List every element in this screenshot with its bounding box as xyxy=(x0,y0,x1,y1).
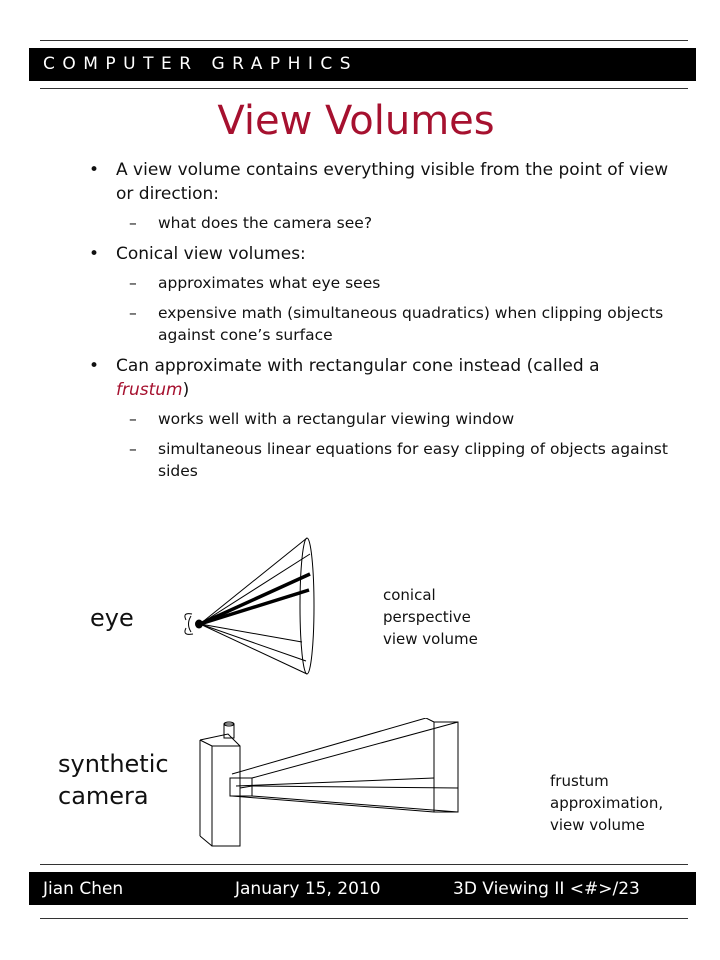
sub-item: – works well with a rectangular viewing … xyxy=(116,408,678,430)
frustum-caption: frustum approximation, view volume xyxy=(550,772,664,834)
sub-dash: – xyxy=(129,304,137,322)
sub-list: – approximates what eye sees – expensive… xyxy=(116,272,678,346)
sub-item: – expensive math (simultaneous quadratic… xyxy=(116,302,678,346)
sub-dash: – xyxy=(129,440,137,458)
eye-label: eye xyxy=(90,604,134,632)
footer-top-rule xyxy=(40,864,688,865)
sub-list: – works well with a rectangular viewing … xyxy=(116,408,678,482)
bullet-text-part: ) xyxy=(182,380,190,400)
bullet-list: • A view volume contains everything visi… xyxy=(88,158,678,482)
bullet-item: • Conical view volumes: – approximates w… xyxy=(88,242,678,346)
header-bar: COMPUTER GRAPHICS xyxy=(29,48,696,81)
bullet-text-part: Can approximate with rectangular cone in… xyxy=(116,356,600,376)
sub-dash: – xyxy=(129,410,137,428)
footer-bar: Jian Chen January 15, 2010 3D Viewing II… xyxy=(29,872,696,905)
sub-list: – what does the camera see? xyxy=(116,212,678,234)
bullet-item: • Can approximate with rectangular cone … xyxy=(88,354,678,482)
slide-title: View Volumes xyxy=(217,98,495,144)
top-rule xyxy=(40,40,688,41)
sub-text: works well with a rectangular viewing wi… xyxy=(158,410,515,428)
sub-item: – approximates what eye sees xyxy=(116,272,678,294)
footer-date: January 15, 2010 xyxy=(235,879,381,899)
eye-icon xyxy=(184,613,203,635)
footer-author: Jian Chen xyxy=(43,879,124,899)
sub-item: – simultaneous linear equations for easy… xyxy=(116,438,678,482)
bullet-dot: • xyxy=(89,356,100,376)
bullet-text: A view volume contains everything visibl… xyxy=(116,160,669,204)
slide-content: • A view volume contains everything visi… xyxy=(88,158,678,490)
sub-dash: – xyxy=(129,214,137,232)
bullet-dot: • xyxy=(89,244,100,264)
footer-slide-number: 3D Viewing II <#>/23 xyxy=(453,879,640,899)
frustum-figure xyxy=(199,718,459,847)
header-text: COMPUTER GRAPHICS xyxy=(43,54,359,74)
cone-base-ellipse xyxy=(299,537,315,675)
bullet-text: Can approximate with rectangular cone in… xyxy=(116,356,600,400)
cone-caption: conical perspective view volume xyxy=(383,586,478,648)
header-bottom-rule xyxy=(40,88,688,89)
bottom-rule xyxy=(40,918,688,919)
bullet-dot: • xyxy=(89,160,100,180)
bullet-item: • A view volume contains everything visi… xyxy=(88,158,678,234)
bullet-text: Conical view volumes: xyxy=(116,244,306,264)
sub-text: approximates what eye sees xyxy=(158,274,381,292)
sub-item: – what does the camera see? xyxy=(116,212,678,234)
sub-text: expensive math (simultaneous quadratics)… xyxy=(158,304,664,344)
sub-text: what does the camera see? xyxy=(158,214,373,232)
frustum-emphasis: frustum xyxy=(116,380,183,400)
sub-dash: – xyxy=(129,274,137,292)
sub-text: simultaneous linear equations for easy c… xyxy=(158,440,668,480)
camera-label: synthetic camera xyxy=(58,750,169,810)
cone-view-volume-figure xyxy=(184,537,315,675)
